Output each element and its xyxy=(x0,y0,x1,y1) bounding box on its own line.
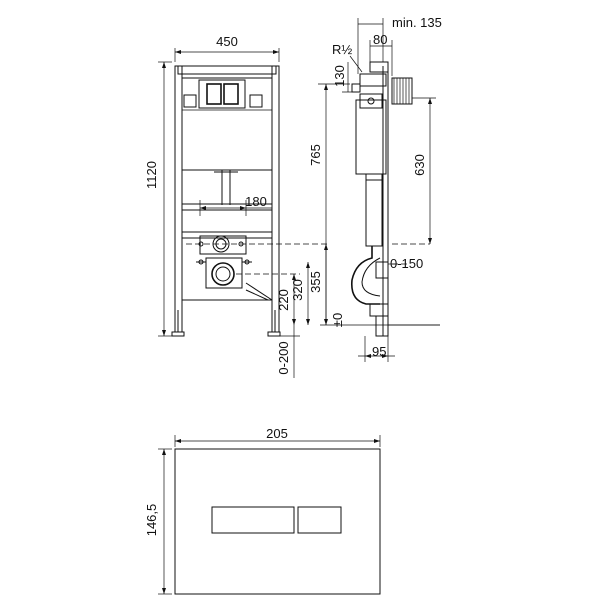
dim-adjust-0-150: 0-150 xyxy=(388,256,423,271)
dim-drain-220: 220 xyxy=(276,274,296,325)
label-205: 205 xyxy=(266,426,288,441)
dim-plate-height: 146,5 xyxy=(144,448,172,595)
drain-connector xyxy=(205,257,243,289)
actuator-opening xyxy=(198,79,246,109)
label-320: 320 xyxy=(290,279,305,301)
dim-drain-320: 320 xyxy=(290,262,310,325)
dim-frame-width: 450 xyxy=(174,34,280,62)
left-foot xyxy=(171,331,185,337)
label-130: 130 xyxy=(332,65,347,87)
flush-button-small xyxy=(297,506,342,534)
flush-button-large xyxy=(211,506,295,534)
label-180: 180 xyxy=(245,194,267,209)
label-450: 450 xyxy=(216,34,238,49)
frame-left-post xyxy=(174,65,183,333)
front-view xyxy=(171,65,330,337)
label-zero: ±0 xyxy=(330,313,345,327)
dim-pipe-spacing: 180 xyxy=(199,194,272,216)
flush-plate xyxy=(174,448,381,595)
dim-foot-adjust: 0-200 xyxy=(270,325,300,378)
dim-offset-630: 630 xyxy=(412,97,436,244)
label-765: 765 xyxy=(308,144,323,166)
side-view xyxy=(350,61,440,337)
dim-offset-130: 130 xyxy=(332,62,360,93)
cistern xyxy=(181,77,273,171)
label-0-200: 0-200 xyxy=(276,341,291,374)
dim-frame-height: 1120 xyxy=(144,61,172,337)
label-220: 220 xyxy=(276,289,291,311)
thread-label: R½ xyxy=(332,42,363,73)
label-0-150: 0-150 xyxy=(390,256,423,271)
label-146-5: 146,5 xyxy=(144,504,159,537)
label-80: 80 xyxy=(373,32,387,47)
label-355: 355 xyxy=(308,271,323,293)
label-thread: R½ xyxy=(332,42,352,57)
flush-plate-view xyxy=(174,448,381,595)
label-1120: 1120 xyxy=(144,161,159,189)
label-630: 630 xyxy=(412,154,427,176)
drain-elbow xyxy=(350,246,380,305)
right-foot xyxy=(267,331,281,337)
dim-inlet-height: 355 xyxy=(308,244,328,325)
label-min-135: min. 135 xyxy=(392,15,442,30)
threaded-inlet xyxy=(391,77,413,105)
frame-lower-rail xyxy=(181,231,273,239)
dim-depth-80: 80 xyxy=(369,32,393,76)
dim-min-depth: min. 135 xyxy=(357,15,442,74)
frame-top-rail xyxy=(177,65,277,75)
cistern-side xyxy=(355,99,387,175)
dim-depth-95: 95 xyxy=(358,336,395,362)
label-95: 95 xyxy=(372,344,386,359)
dim-plate-width: 205 xyxy=(174,426,381,447)
